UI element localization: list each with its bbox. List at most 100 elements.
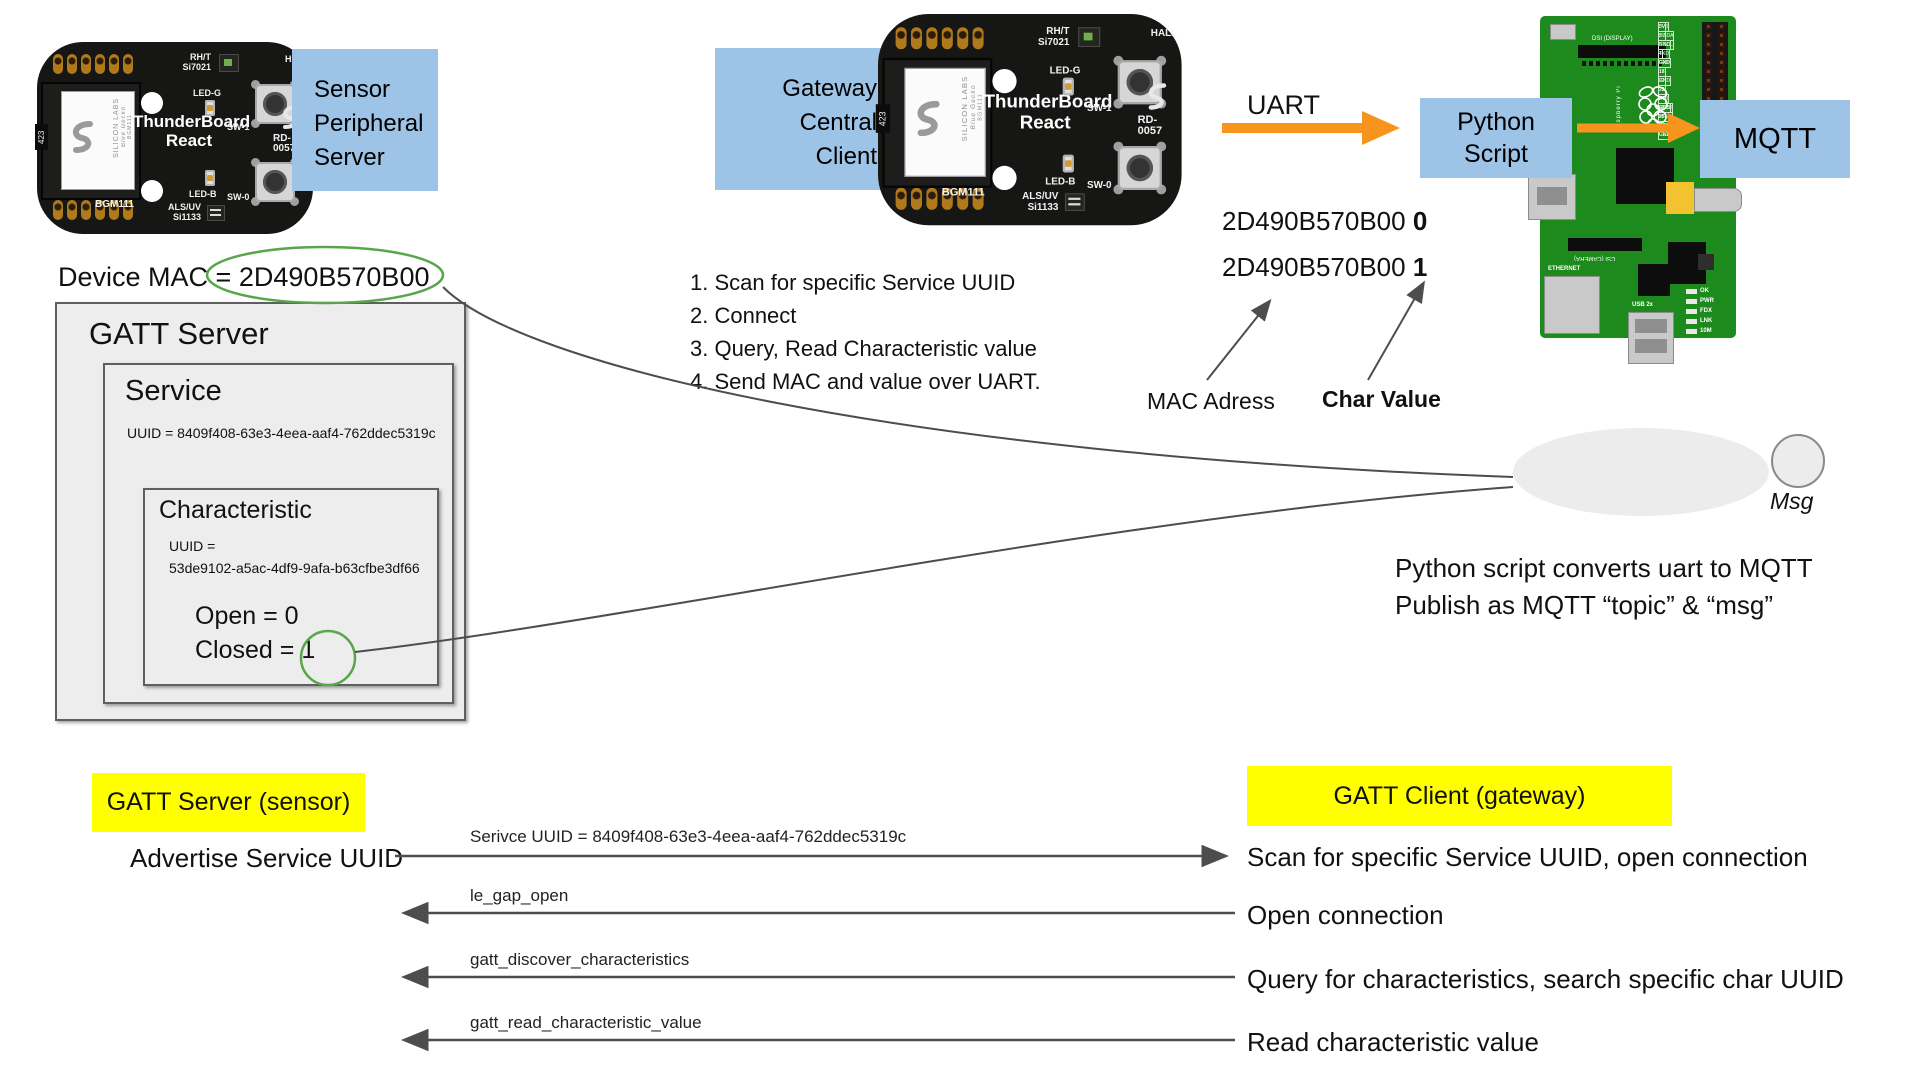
bgm111-module: SILICON LABS Blue Gecko BGM111 423: [875, 58, 993, 188]
video-out-jack-icon: [1666, 182, 1694, 214]
char-value-label: Char Value: [1322, 386, 1441, 412]
silicon-labs-module-card: SILICON LABS Blue Gecko BGM111: [61, 91, 135, 190]
uart-message-1: 2D490B570B00 1: [1222, 252, 1428, 282]
mac-address-label: MAC Adress: [1147, 388, 1275, 414]
device-mac-value: 2D490B570B00: [238, 262, 430, 292]
mqtt-msg-value: 1: [1791, 446, 1805, 474]
gold-pads-bottom: [53, 200, 133, 220]
sw-0-button-icon: [251, 158, 299, 206]
silicon-labs-swirl-icon: [72, 121, 93, 153]
si7021-chip-icon: [1078, 27, 1101, 47]
gatt-server-header: GATT Server (sensor): [92, 773, 365, 832]
csi-label: CSI (CAMERA): [1574, 255, 1616, 261]
service-title: Service: [125, 375, 222, 407]
gateway-steps-list: 1. Scan for specific Service UUID 2. Con…: [690, 266, 1041, 398]
char-value-arrow: [1367, 280, 1425, 381]
char-open-value: Open = 0: [195, 602, 299, 630]
gateway-central-client-box: Gateway Central Client: [715, 48, 897, 190]
bgm111-module: SILICON LABS Blue Gecko BGM111 423: [35, 82, 141, 200]
mac-address-arrow: [1206, 298, 1272, 381]
module-brand-text: SILICON LABS: [113, 98, 120, 158]
client-action-1: Scan for specific Service UUID, open con…: [1247, 842, 1808, 872]
step-1: 1. Scan for specific Service UUID: [690, 270, 1016, 295]
gatt-client-header: GATT Client (gateway): [1247, 766, 1672, 826]
topic-label: Topic: [1572, 482, 1627, 508]
soc-chip-icon: [1616, 148, 1674, 204]
uart-label: UART: [1247, 90, 1321, 120]
msg-label: Msg: [1770, 488, 1814, 514]
silicon-labs-swirl-icon: [917, 100, 940, 137]
dsi-connector-icon: [1578, 45, 1666, 58]
seq-arrow-label-2: le_gap_open: [470, 886, 569, 905]
alsuv-si1133-label: ALS/UV Si1133: [1022, 190, 1059, 212]
dsi-label: DSI (DISPLAY): [1592, 36, 1633, 42]
sw-0-label: SW-0: [227, 192, 250, 202]
raspberry-pi-brand-text: Raspberry Pi: [1616, 85, 1622, 132]
thunderboard-gateway-wrapper: SILICON LABS Blue Gecko BGM111 423 BGM11…: [875, 14, 1182, 226]
characteristic-box: Characteristic UUID = 53de9102-a5ac-4df9…: [143, 488, 439, 686]
bgm111-label: BGM111: [95, 199, 134, 210]
characteristic-title: Characteristic: [159, 496, 312, 524]
dsi-teeth-icon: [1582, 61, 1662, 66]
thunderboard-title: ThunderBoard React: [133, 112, 251, 150]
step-3: 3. Query, Read Characteristic value: [690, 336, 1037, 361]
gateway-box-text: Gateway Central Client: [782, 75, 877, 170]
usb-chip-icon: [1638, 264, 1670, 296]
value-to-msg-curve: [354, 486, 1514, 653]
char-closed-value: Closed = 1: [195, 636, 316, 664]
thunderboard-gateway-image: SILICON LABS Blue Gecko BGM111 423 BGM11…: [875, 14, 1182, 226]
rd-0057-label: RD-0057: [273, 133, 296, 154]
gold-pads-top: [53, 54, 133, 74]
led-b-label: LED-B: [1045, 175, 1076, 187]
ethernet-label: ETHERNET: [1548, 266, 1581, 272]
seq-arrow-label-4: gatt_read_characteristic_value: [470, 1013, 702, 1032]
sw-0-label: SW-0: [1087, 179, 1112, 190]
sw-1-button-icon: [251, 80, 299, 128]
characteristic-uuid: 53de9102-a5ac-4df9-9afa-b63cfbe3df66: [169, 560, 420, 576]
led-b-icon: [1062, 154, 1074, 173]
led-g-icon: [205, 100, 215, 116]
client-action-2: Open connection: [1247, 900, 1444, 930]
mqtt-topic-value: 2D490B570B00: [1567, 444, 1744, 472]
si1133-chip-icon: [207, 205, 225, 221]
sensor-peripheral-server-box: Sensor Peripheral Server: [292, 49, 438, 191]
sw-0-button-icon: [1113, 141, 1167, 195]
mqtt-box: MQTT: [1700, 100, 1850, 178]
gold-pads-bottom: [895, 187, 984, 210]
seq-arrow-label-3: gatt_discover_characteristics: [470, 950, 690, 969]
power-connector-icon: [1550, 24, 1576, 40]
led-g-label: LED-G: [193, 88, 221, 98]
csi-connector-icon: [1568, 238, 1642, 251]
advertise-service-uuid-text: Advertise Service UUID: [130, 843, 404, 873]
gold-pads-top: [895, 27, 984, 50]
step-4: 4. Send MAC and value over UART.: [690, 369, 1041, 394]
module-product-text: Blue Gecko: [970, 84, 977, 130]
hall-label: HALL: [1150, 27, 1178, 39]
uart-arrow-head: [1362, 111, 1400, 145]
rd-0057-label: RD-0057: [1137, 114, 1163, 138]
led-g-icon: [1062, 77, 1074, 96]
video-out-cylinder-icon: [1694, 188, 1742, 212]
silicon-labs-logo-icon: [1148, 83, 1167, 110]
sensor-box-text: Sensor Peripheral Server: [314, 76, 424, 171]
device-mac-line: Device MAC = 2D490B570B00: [58, 262, 429, 293]
rht-si7021-label: RH/T Si7021: [1038, 25, 1070, 47]
module-brand-text: SILICON LABS: [961, 75, 970, 142]
mounting-hole: [141, 180, 163, 202]
client-action-3: Query for characteristics, search specif…: [1247, 964, 1844, 994]
audio-jack-icon: [1668, 242, 1714, 284]
gatt-server-title: GATT Server: [89, 316, 269, 351]
led-g-label: LED-G: [1049, 64, 1081, 76]
ethernet-port-icon: [1544, 276, 1600, 334]
step-2: 2. Connect: [690, 303, 797, 328]
rht-si7021-label: RH/T Si7021: [182, 52, 211, 72]
led-b-icon: [205, 170, 215, 186]
si7021-chip-icon: [219, 54, 239, 72]
seq-arrow-label-1: Serivce UUID = 8409f408-63e3-4eea-aaf4-7…: [470, 827, 907, 846]
alsuv-si1133-label: ALS/UV Si1133: [167, 202, 201, 222]
mounting-hole: [992, 165, 1017, 190]
led-b-label: LED-B: [189, 189, 217, 199]
usb-port-icon: [1628, 312, 1674, 364]
